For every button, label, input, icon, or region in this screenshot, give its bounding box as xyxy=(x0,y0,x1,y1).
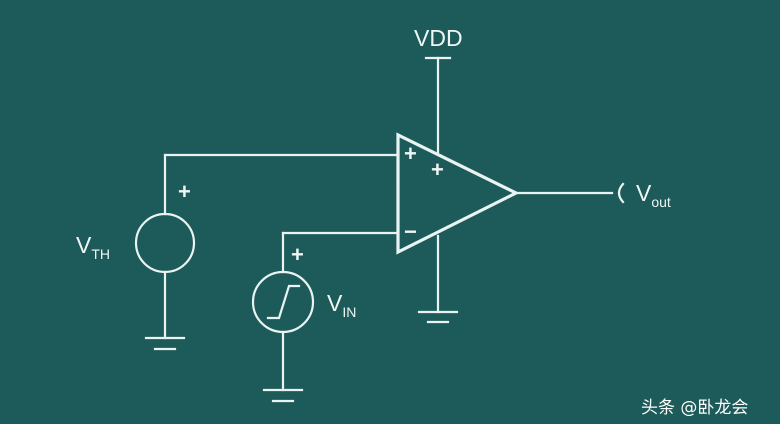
step-waveform-icon xyxy=(266,284,301,320)
vth-source-circle xyxy=(134,212,196,274)
vth-label-main: V xyxy=(76,232,92,258)
vth-plus-sign: + xyxy=(178,179,191,204)
vin-label: VIN xyxy=(327,290,356,320)
vth-label: VTH xyxy=(76,232,110,262)
vout-label: Vout xyxy=(636,180,671,210)
vin-plus-sign: + xyxy=(291,242,304,267)
watermark: 头条 @卧龙会 xyxy=(641,398,749,418)
opamp-noninverting-sign: + xyxy=(404,141,417,166)
opamp-supply-plus-sign: + xyxy=(431,157,444,182)
vin-label-main: V xyxy=(327,290,343,316)
vout-label-sub: out xyxy=(651,194,671,210)
output-terminal xyxy=(617,182,625,204)
vout-label-main: V xyxy=(636,180,652,206)
vdd-label: VDD xyxy=(414,25,463,51)
vth-label-sub: TH xyxy=(91,246,111,262)
op-amp-triangle xyxy=(396,132,520,255)
vin-label-sub: IN xyxy=(342,304,357,320)
opamp-inverting-sign: − xyxy=(404,219,417,244)
